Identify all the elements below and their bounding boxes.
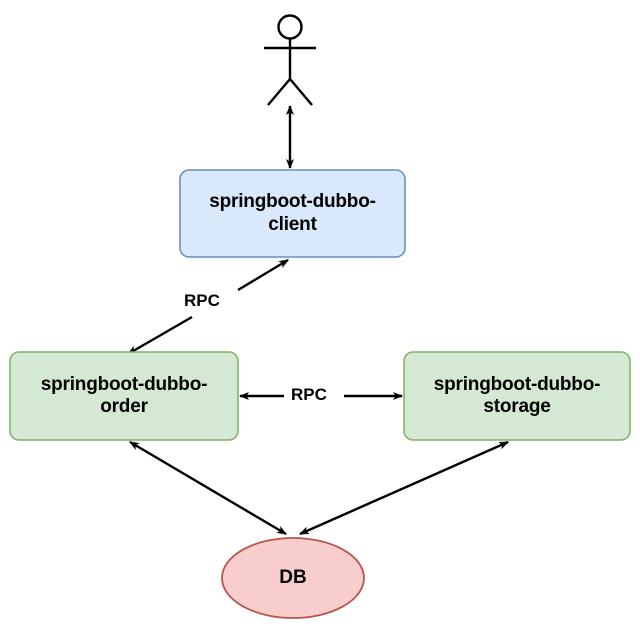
springboot-dubbo-order-node[interactable] (9, 351, 239, 441)
order-to-db-edge[interactable] (129, 440, 287, 536)
springboot-dubbo-storage-node[interactable] (403, 351, 631, 441)
user-actor-icon (264, 14, 316, 106)
storage-to-db-edge[interactable] (299, 440, 509, 536)
order-to-client-edge[interactable] (127, 258, 289, 356)
springboot-dubbo-client-node[interactable] (179, 169, 406, 258)
database-node[interactable] (221, 537, 365, 619)
